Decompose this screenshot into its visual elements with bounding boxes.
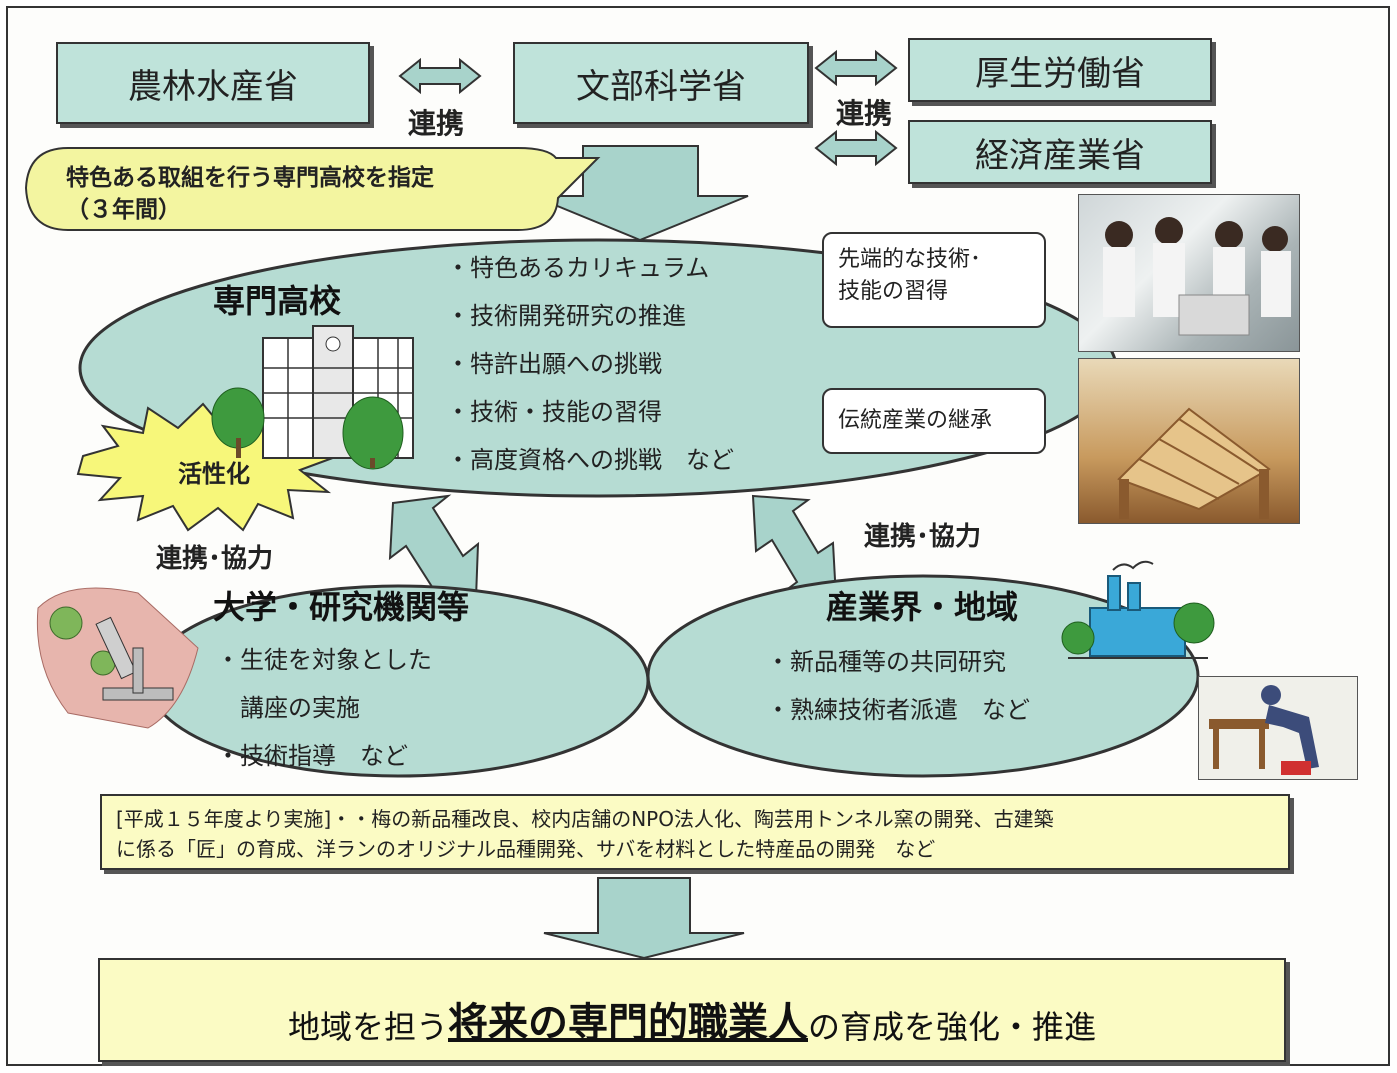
university-title: 大学・研究機関等 [213, 588, 470, 626]
coop-label-right: 連携･協力 [864, 522, 982, 552]
carpentry-photo-art [1117, 407, 1271, 519]
school-item-4: ・技術・技能の習得 [446, 398, 662, 426]
down-arrow-bottom [543, 877, 745, 960]
callout-line-2: （３年間） [66, 197, 181, 223]
worker-photo-art [1209, 685, 1319, 775]
university-item-1: ・生徒を対象とした [216, 646, 432, 674]
callout-line-1: 特色ある取組を行う専門高校を指定 [66, 165, 434, 191]
school-item-5: ・高度資格への挑戦 など [446, 446, 734, 474]
double-arrow-right-top [814, 49, 898, 87]
microscope-icon [36, 587, 199, 729]
school-item-3: ・特許出願への挑戦 [446, 350, 662, 378]
school-title: 専門高校 [213, 282, 342, 320]
note-line-2: に係る「匠」の育成、洋ランのオリジナル品種開発、サバを材料とした特産品の開発 な… [116, 837, 936, 861]
worker-photo [1198, 676, 1358, 780]
advanced-skills-box: 先端的な技術･ 技能の習得 [822, 232, 1046, 328]
diagram-frame: 農林水産省 文部科学省 厚生労働省 経済産業省 連携 連携 特色ある取組を行う専… [6, 6, 1390, 1066]
agriculture-ministry-box: 農林水産省 [56, 42, 370, 124]
goal-emphasis: 将来の専門的職業人 [448, 1000, 808, 1046]
activation-burst [76, 402, 339, 532]
link-label-right: 連携 [836, 97, 893, 130]
goal-prefix: 地域を担う [287, 1008, 448, 1046]
carpentry-photo [1078, 358, 1300, 524]
economy-ministry-box: 経済産業省 [908, 120, 1212, 184]
industry-item-1: ・新品種等の共同研究 [766, 648, 1006, 676]
tradition-text: 伝統産業の継承 [838, 408, 993, 434]
activation-label: 活性化 [178, 460, 250, 488]
industry-item-2: ・熟練技術者派遣 など [766, 696, 1030, 724]
double-arrow-right-bottom [814, 129, 898, 167]
coop-label-left: 連携･協力 [156, 544, 274, 574]
lab-students-photo [1078, 194, 1300, 352]
implementation-note-box: [平成１５年度より実施]・・梅の新品種改良、校内店舗のNPO法人化、陶芸用トンネ… [100, 794, 1290, 870]
industry-title: 産業界・地域 [826, 588, 1019, 626]
advanced-skills-line-1: 先端的な技術･ [838, 247, 982, 272]
university-item-3: ・技術指導 など [216, 742, 408, 770]
school-building-icon [211, 325, 414, 470]
link-label-left: 連携 [408, 107, 465, 140]
education-ministry-box: 文部科学省 [513, 42, 809, 124]
tradition-box: 伝統産業の継承 [822, 388, 1046, 454]
school-item-1: ・特色あるカリキュラム [446, 254, 710, 282]
university-item-2: 講座の実施 [216, 694, 360, 722]
school-item-2: ・技術開発研究の推進 [446, 302, 686, 330]
health-ministry-box: 厚生労働省 [908, 38, 1212, 102]
lab-photo-art [1103, 217, 1291, 336]
goal-suffix: の育成を強化・推進 [808, 1008, 1097, 1046]
double-arrow-left [398, 57, 482, 95]
goal-box: 地域を担う 将来の専門的職業人 の育成を強化・推進 [98, 958, 1286, 1062]
factory-icon [1061, 560, 1215, 659]
callout-bubble [24, 147, 601, 231]
note-line-1: [平成１５年度より実施]・・梅の新品種改良、校内店舗のNPO法人化、陶芸用トンネ… [116, 807, 1054, 831]
advanced-skills-line-2: 技能の習得 [838, 278, 949, 304]
